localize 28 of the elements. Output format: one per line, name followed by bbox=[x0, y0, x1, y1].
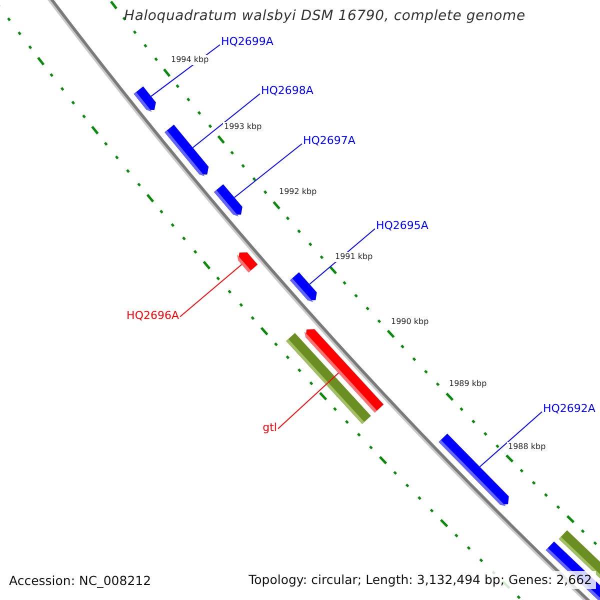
gene-label: HQ2692A bbox=[543, 402, 596, 415]
scale-label: 1992 kbp bbox=[278, 187, 318, 197]
gene-bar bbox=[286, 332, 371, 424]
leader-line bbox=[278, 372, 339, 430]
gene-block bbox=[290, 272, 317, 302]
gene-block bbox=[237, 252, 258, 272]
gene-block bbox=[438, 434, 509, 506]
gene-block bbox=[134, 86, 156, 112]
gene-block bbox=[214, 184, 242, 217]
gene-label: HQ2696A bbox=[126, 309, 179, 322]
accession-text: Accession: NC_008212 bbox=[9, 573, 152, 589]
gene-block bbox=[164, 124, 209, 176]
leader-line bbox=[180, 264, 242, 318]
scale-label: 1989 kbp bbox=[448, 379, 488, 389]
gene-label: gtl bbox=[262, 421, 277, 434]
scale-label: 1991 kbp bbox=[334, 252, 374, 262]
gene-label: HQ2699A bbox=[221, 35, 274, 48]
scale-label: 1994 kbp bbox=[170, 55, 210, 65]
gene-label: HQ2697A bbox=[303, 134, 356, 147]
leader-line bbox=[479, 411, 542, 468]
leader-line bbox=[234, 143, 302, 198]
scale-label: 1990 kbp bbox=[390, 317, 430, 327]
scale-label: 1993 kbp bbox=[223, 122, 263, 132]
gene-label: HQ2695A bbox=[376, 219, 428, 232]
scale-label: 1988 kbp bbox=[507, 442, 547, 452]
gene-label: HQ2698A bbox=[261, 84, 314, 97]
title: Haloquadratum walsbyi DSM 16790, complete genome bbox=[124, 8, 526, 24]
leader-line bbox=[192, 93, 260, 148]
